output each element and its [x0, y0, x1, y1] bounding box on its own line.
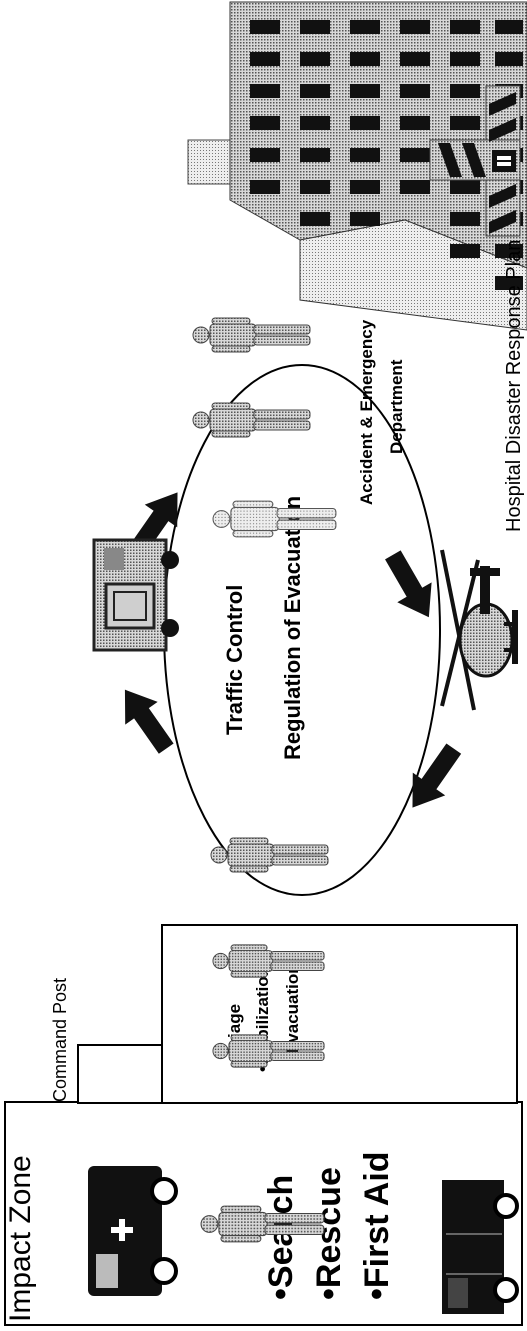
traffic-control-label: Traffic Control — [222, 585, 247, 735]
ambulance-icon — [88, 1166, 178, 1296]
signpost-stripes-icon — [438, 92, 516, 234]
command-step-evacuation: •Evacuation — [283, 963, 302, 1060]
command-post-title: Command Post — [50, 978, 70, 1102]
person-icon — [210, 837, 329, 873]
impact-zone-title: Impact Zone — [4, 1155, 37, 1322]
regulation-of-evacuation-label: Regulation of Evacuation — [280, 496, 305, 760]
hospital-title: Hospital Disaster Response Plan — [503, 240, 525, 532]
emergency-department: Accident & Emergency Department — [192, 317, 406, 505]
accident-emergency-label: Accident & Emergency — [357, 319, 376, 505]
rescue-truck-icon — [442, 1180, 519, 1314]
department-label: Department — [387, 359, 406, 454]
command-post: Command Post •Triage •Stabilization •Eva… — [50, 924, 518, 1104]
evacuation-loop: Traffic Control Regulation of Evacuation — [92, 364, 518, 896]
person-icon — [192, 317, 311, 353]
arrow-icon — [396, 737, 470, 819]
command-post-tab — [77, 1044, 165, 1104]
signpost-h-icon — [492, 150, 516, 172]
impact-action-search: •Search — [262, 1175, 300, 1300]
transport-van-icon — [92, 538, 179, 652]
hospital: H — [187, 1, 527, 532]
person-icon — [212, 500, 337, 538]
command-post-box — [161, 924, 518, 1104]
helicopter-icon — [440, 549, 518, 711]
impact-action-first-aid: •First Aid — [358, 1151, 396, 1300]
impact-zone: Impact Zone •Search •Rescue •First Aid — [4, 1101, 523, 1326]
